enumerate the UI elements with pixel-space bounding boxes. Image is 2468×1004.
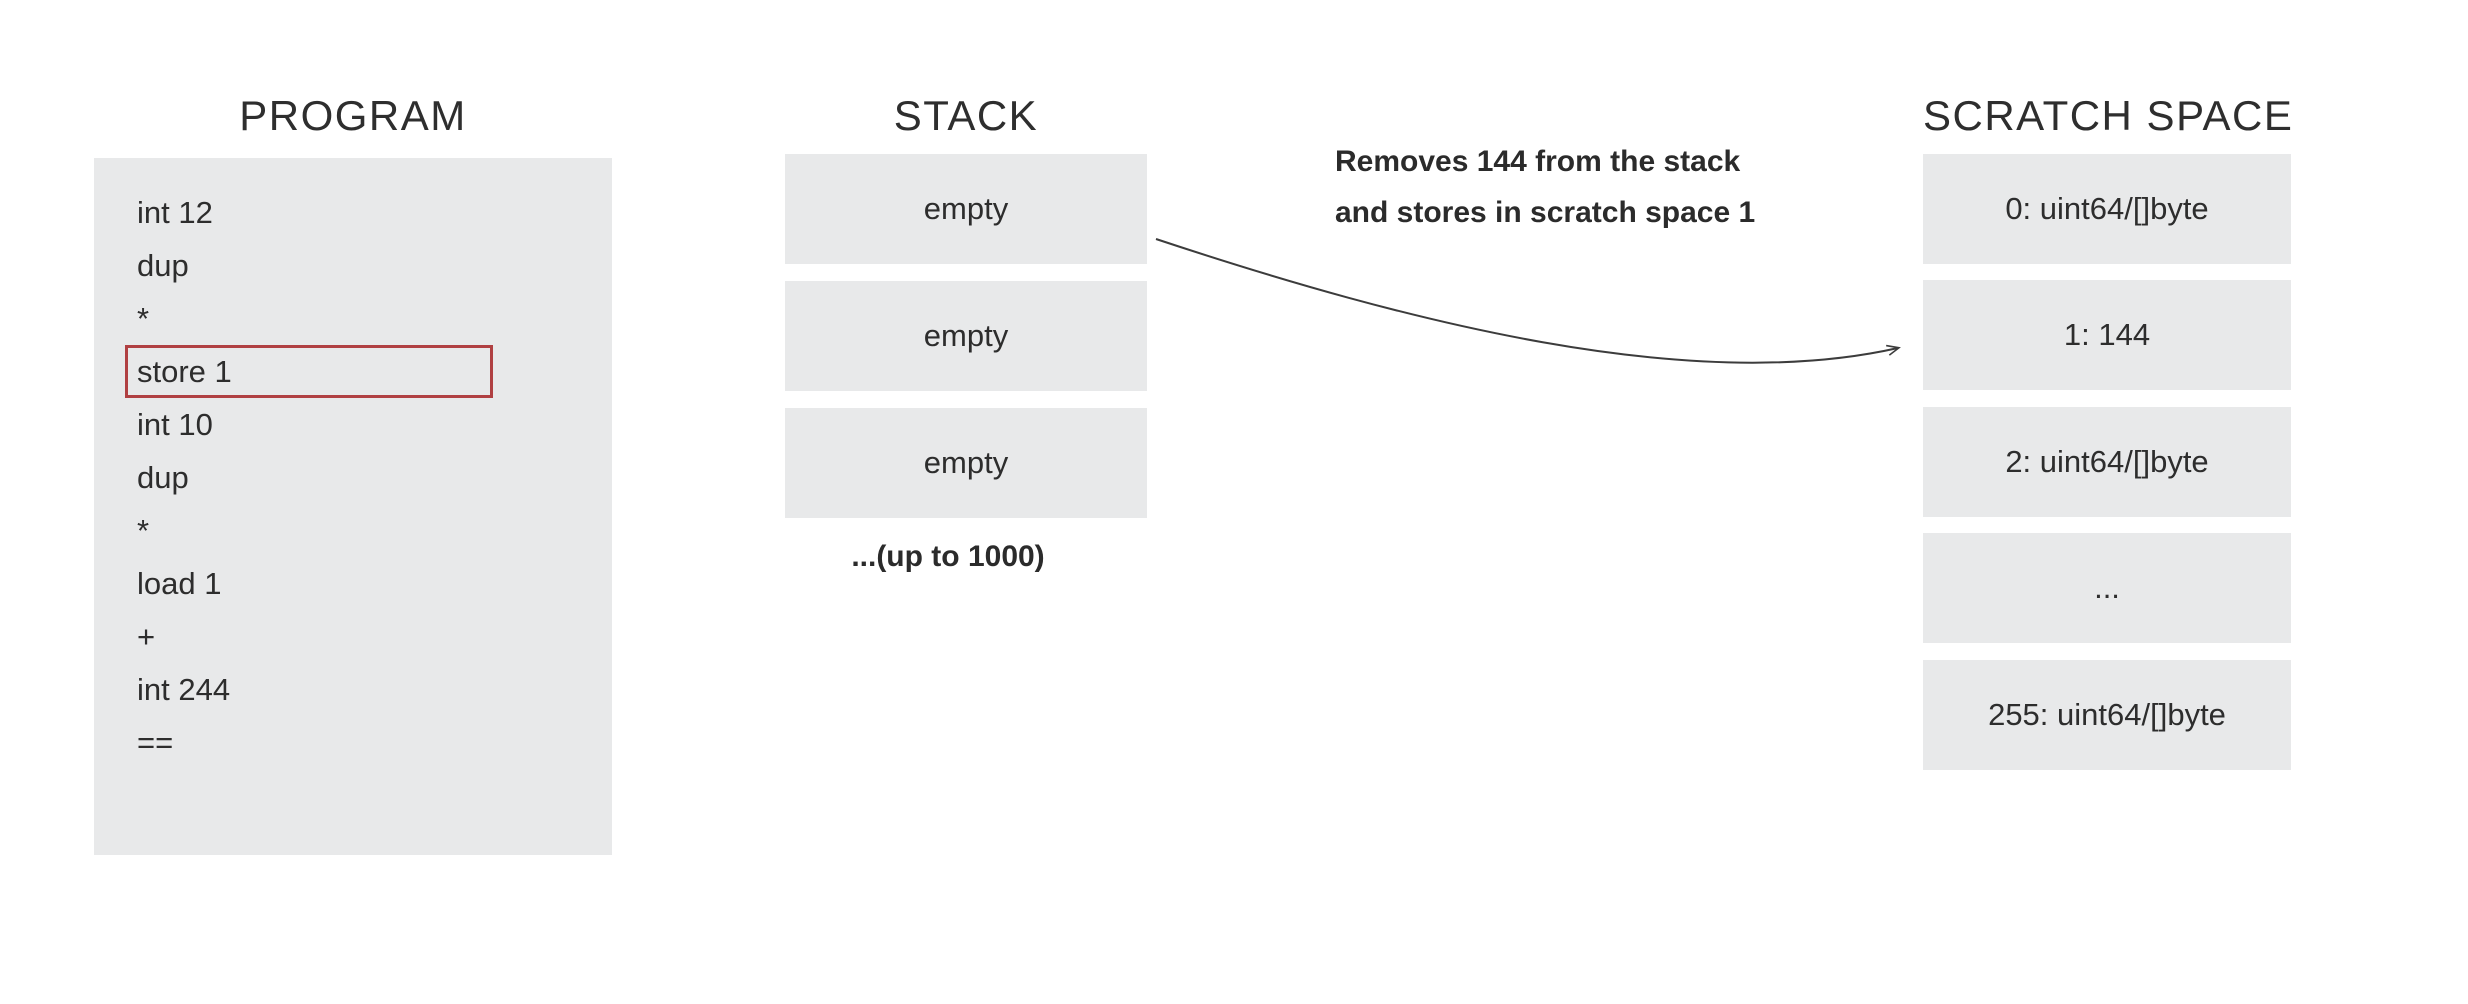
scratch-space-column-title: SCRATCH SPACE — [1923, 92, 2294, 139]
scratch-slot-255: 255: uint64/[]byte — [1923, 660, 2291, 770]
scratch-slot-0: 0: uint64/[]byte — [1923, 154, 2291, 264]
program-column-title: PROGRAM — [239, 92, 467, 139]
arrow-curve — [1155, 238, 1901, 364]
program-code-panel: int 12 dup * store 1 int 10 dup * load 1… — [94, 158, 612, 855]
program-line: * — [137, 513, 150, 548]
scratch-slot-1: 1: 144 — [1923, 280, 2291, 390]
stack-slot: empty — [785, 154, 1147, 264]
program-line: dup — [137, 248, 189, 283]
scratch-space-column: 0: uint64/[]byte 1: 144 2: uint64/[]byte… — [1923, 0, 2291, 1004]
stack-capacity-caption: ...(up to 1000) — [851, 540, 1045, 573]
program-line: int 12 — [137, 195, 213, 230]
scratch-slot-2: 2: uint64/[]byte — [1923, 407, 2291, 517]
annotation-line-2: and stores in scratch space 1 — [1335, 196, 1756, 229]
annotation-line-1: Removes 144 from the stack — [1335, 145, 1741, 178]
store-operation-annotation: Removes 144 from the stack and stores in… — [1335, 136, 1755, 238]
stack-column-title: STACK — [893, 92, 1039, 139]
stack-slot: empty — [785, 281, 1147, 391]
program-line: int 10 — [137, 407, 213, 442]
program-line: + — [137, 619, 156, 654]
program-line: * — [137, 301, 150, 336]
stack-slot: empty — [785, 408, 1147, 518]
scratch-slot-ellipsis: ... — [1923, 533, 2291, 643]
program-line: dup — [137, 460, 189, 495]
program-line-highlighted-store: store 1 — [125, 345, 493, 398]
program-line: load 1 — [137, 566, 222, 601]
program-line: int 244 — [137, 672, 231, 707]
program-line: == — [137, 725, 174, 760]
stack-column: empty empty empty ...(up to 1000) — [785, 0, 1147, 1004]
